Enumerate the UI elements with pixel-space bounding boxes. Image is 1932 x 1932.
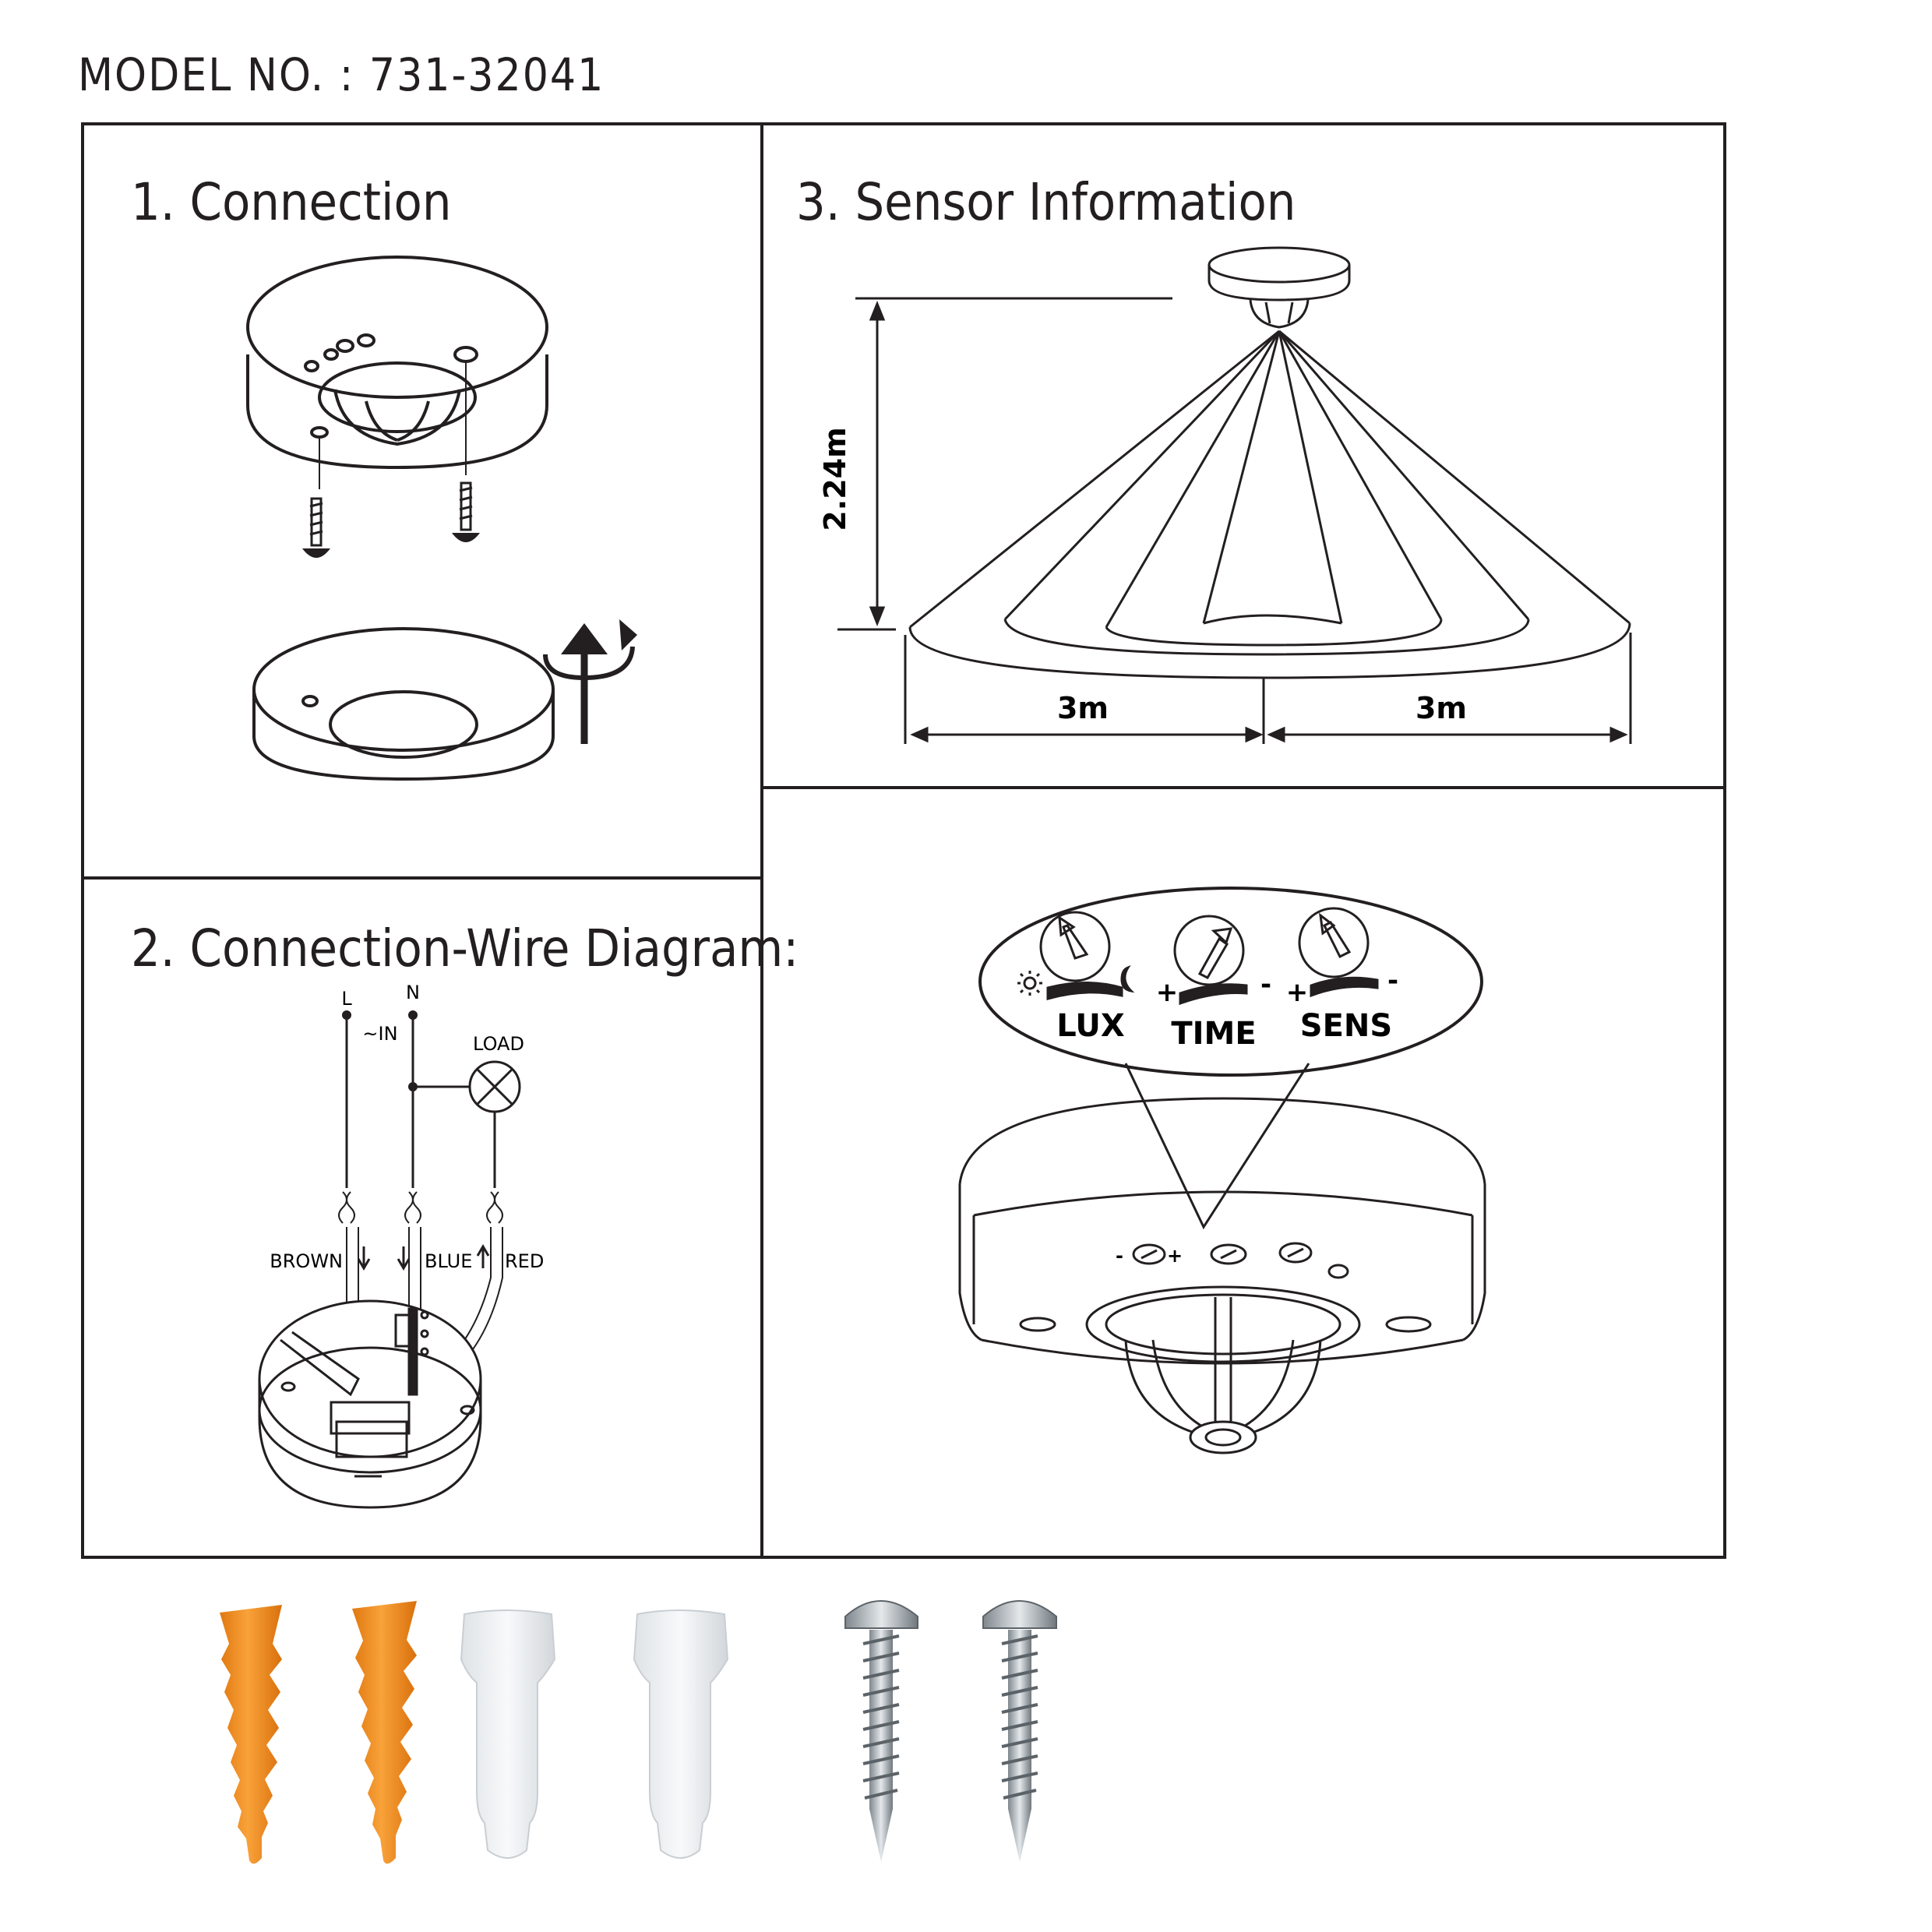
label-blue: BLUE [425,1250,472,1272]
sensor-unit-top [246,256,548,489]
wire-connector-icon-2 [633,1609,729,1859]
mounting-screw-icon-2 [982,1600,1057,1862]
label-in: ~IN [362,1023,397,1045]
wire-diagram-title: 2. Connection-Wire Diagram: [131,918,799,978]
time-minus: - [1260,969,1271,1000]
radius-left-label: 3m [1057,691,1109,725]
detection-cone [908,330,1631,679]
lux-dial-icon [1017,911,1135,1000]
dimension-lines [837,297,1632,744]
sens-plus: + [1286,977,1309,1008]
sens-label: SENS [1300,1008,1392,1044]
rotate-arrow-icon [543,619,637,744]
mounting-screw-icon [844,1600,918,1862]
wall-anchor-icon-2 [352,1601,417,1864]
ceiling-sensor-icon [1208,246,1351,329]
sensor-title: 3. Sensor Information [796,172,1296,232]
model-number: MODEL NO. : 731-32041 [78,48,605,101]
dial-plus: + [1167,1245,1183,1267]
connection-title: 1. Connection [131,172,452,232]
height-label: 2.24m [818,427,852,531]
lux-label: LUX [1056,1008,1125,1044]
screw-left-icon [302,497,330,558]
mounting-base-plate [252,627,555,781]
time-dial-icon [1173,915,1248,1006]
sens-dial-icon [1298,907,1379,998]
label-load: LOAD [473,1033,524,1055]
label-N: N [406,982,420,1003]
label-red: RED [505,1250,544,1272]
dial-minus: - [1116,1245,1123,1267]
sens-minus: - [1387,965,1398,996]
time-label: TIME [1171,1016,1256,1052]
wire-connector-icon [460,1609,556,1859]
radius-right-label: 3m [1416,691,1467,725]
time-plus: + [1156,977,1179,1008]
label-brown: BROWN [270,1250,343,1272]
wall-anchor-icon [220,1605,282,1864]
panel-wire-diagram: 2. Connection-Wire Diagram: [81,876,799,1559]
sensor-unit-bottom [958,1097,1486,1454]
sensor-unit-wiring [258,1299,482,1509]
screw-right-icon [452,481,480,542]
wire-diagram: L N ~IN LOAD BROWN BLUE RED [270,982,544,1395]
load-lamp-icon [468,1060,521,1113]
label-L: L [341,988,352,1010]
panel-controls [760,786,1726,1559]
